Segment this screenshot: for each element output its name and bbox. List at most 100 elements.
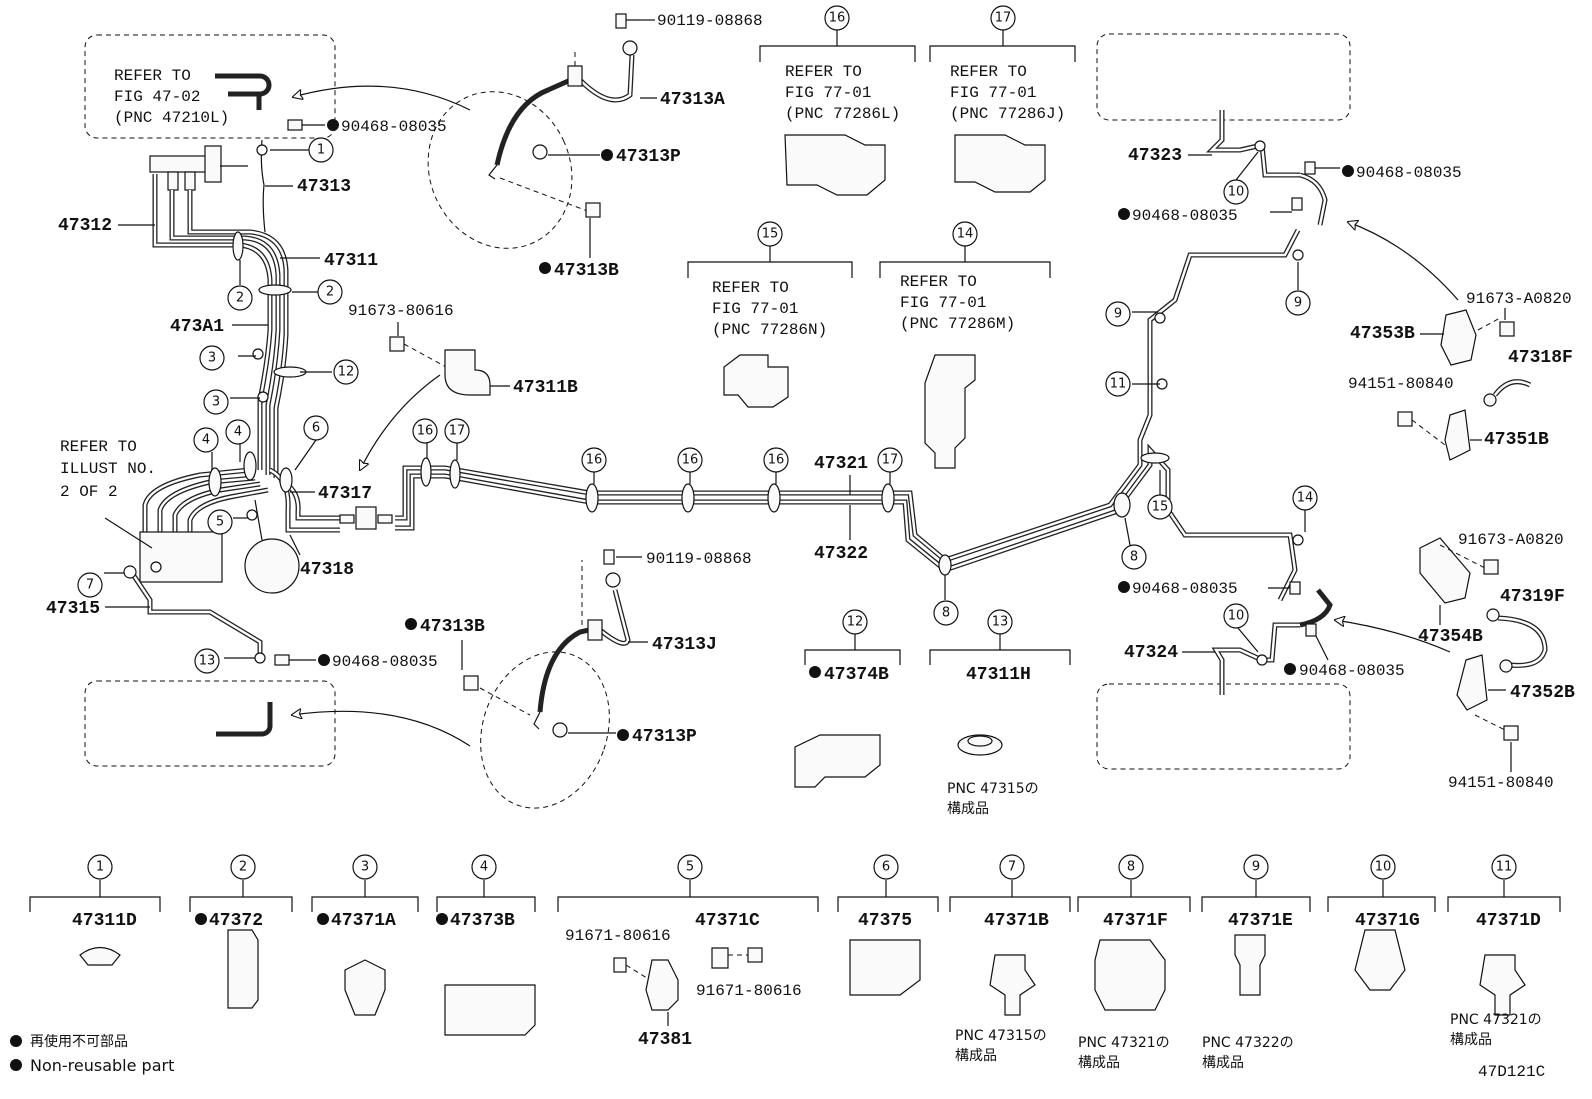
non-reusable-dot bbox=[195, 913, 207, 925]
svg-text:4: 4 bbox=[202, 433, 210, 448]
legend-en: Non-reusable part bbox=[30, 1056, 174, 1075]
part-label: 47311D bbox=[72, 911, 137, 931]
part-label: 90119-08868 bbox=[646, 550, 752, 568]
group-15: REFER TO FIG 77-01 (PNC 77286N) bbox=[687, 246, 853, 408]
bottom-group-11: 11 47371D bbox=[1447, 854, 1561, 1016]
union-bolt-icon: 90468-08035 bbox=[287, 118, 447, 136]
bracket-47354B: 91673-A0820 47354B bbox=[1418, 531, 1564, 647]
callout-circle bbox=[352, 854, 378, 880]
svg-text:14: 14 bbox=[1297, 491, 1314, 506]
bottom-parts-row: 147311D247372347371A447373B547371C647375… bbox=[29, 854, 1561, 1036]
svg-text:6: 6 bbox=[312, 421, 320, 436]
svg-text:PNC 47315の: PNC 47315の bbox=[955, 1028, 1047, 1044]
part-label: 47313P bbox=[616, 147, 681, 167]
part-label: 47313B bbox=[420, 617, 485, 637]
callout-circle bbox=[1370, 854, 1396, 880]
svg-text:(PNC 77286J): (PNC 77286J) bbox=[950, 105, 1065, 123]
legend: 再使用不可部品 Non-reusable part bbox=[10, 1033, 174, 1075]
svg-text:(PNC 77286M): (PNC 77286M) bbox=[900, 315, 1015, 333]
union-bolt-icon: 90468-08035 bbox=[1118, 580, 1301, 598]
brake-tube-bundle-left bbox=[142, 139, 340, 545]
svg-text:16: 16 bbox=[682, 453, 699, 468]
svg-text:構成品: 構成品 bbox=[1450, 1032, 1492, 1048]
svg-text:(PNC 77286N): (PNC 77286N) bbox=[712, 321, 827, 339]
hose-end-icon bbox=[215, 73, 272, 110]
part-label: 47313J bbox=[652, 635, 717, 655]
hose-47319F: 47319F bbox=[1486, 587, 1565, 673]
callout-circle bbox=[873, 854, 899, 880]
clip-icon bbox=[989, 954, 1036, 1016]
group-12: 47374B bbox=[794, 634, 901, 788]
svg-text:91673-A0820: 91673-A0820 bbox=[1466, 290, 1572, 308]
non-reusable-dot bbox=[10, 1059, 22, 1071]
svg-text:91673-80616: 91673-80616 bbox=[348, 302, 454, 320]
master-cylinder-junction bbox=[149, 145, 248, 191]
svg-text:FIG 77-01: FIG 77-01 bbox=[950, 84, 1036, 102]
union-bolt-icon: 90468-08035 bbox=[1284, 623, 1405, 680]
bottom-notes: PNC 47315の 構成品 PNC 47321の 構成品 PNC 47322の… bbox=[955, 1012, 1542, 1071]
svg-text:12: 12 bbox=[338, 365, 355, 380]
svg-text:17: 17 bbox=[449, 424, 466, 439]
part-label: 47317 bbox=[318, 484, 372, 504]
svg-text:1: 1 bbox=[317, 143, 325, 158]
part-label: 47371D bbox=[1476, 911, 1541, 931]
callout-circle bbox=[1491, 854, 1517, 880]
part-label: 47313B bbox=[554, 261, 619, 281]
svg-text:2 OF 2: 2 OF 2 bbox=[60, 483, 118, 501]
svg-text:7: 7 bbox=[86, 578, 94, 593]
callout-number: 11 bbox=[1496, 860, 1513, 875]
part-label: 47321 bbox=[814, 454, 868, 474]
group-13: 47311H PNC 47315の 構成品 bbox=[929, 634, 1071, 817]
callout-circle bbox=[471, 854, 497, 880]
grommet-clamp-left bbox=[123, 144, 307, 664]
svg-text:16: 16 bbox=[586, 453, 603, 468]
callout-number: 7 bbox=[1008, 860, 1016, 875]
svg-text:91671-80616: 91671-80616 bbox=[565, 927, 671, 945]
flex-hose-47313J bbox=[463, 549, 631, 738]
svg-text:3: 3 bbox=[212, 395, 220, 410]
svg-text:47351B: 47351B bbox=[1484, 430, 1549, 450]
svg-text:PNC 47321の: PNC 47321の bbox=[1078, 1035, 1170, 1051]
tube-connector bbox=[339, 506, 393, 530]
part-label: 47324 bbox=[1124, 643, 1178, 663]
clip-icon bbox=[1094, 939, 1166, 1011]
svg-text:(PNC 47210L): (PNC 47210L) bbox=[114, 109, 229, 127]
bracket-47353B: 91673-A0820 47353B bbox=[1350, 290, 1572, 366]
svg-text:47318F: 47318F bbox=[1508, 348, 1573, 368]
tube-47324 bbox=[1211, 588, 1333, 695]
callout-number: 5 bbox=[686, 860, 694, 875]
part-label: 47373B bbox=[450, 911, 515, 931]
svg-text:4: 4 bbox=[234, 425, 242, 440]
svg-text:PNC 47315の: PNC 47315の bbox=[947, 781, 1039, 797]
part-label: 47311 bbox=[324, 251, 378, 271]
svg-text:47354B: 47354B bbox=[1418, 627, 1483, 647]
svg-text:REFER TO: REFER TO bbox=[114, 67, 191, 85]
svg-text:16: 16 bbox=[768, 453, 785, 468]
part-label: 47371F bbox=[1103, 911, 1168, 931]
bracket-47352B: 47352B 94151-80840 bbox=[1448, 654, 1575, 792]
non-reusable-dot bbox=[317, 913, 329, 925]
svg-text:17: 17 bbox=[995, 11, 1012, 26]
callout-circle bbox=[230, 854, 256, 880]
non-reusable-dot bbox=[617, 729, 629, 741]
non-reusable-dot bbox=[601, 149, 613, 161]
svg-text:13: 13 bbox=[199, 654, 216, 669]
union-bolt-icon: 90468-08035 bbox=[274, 653, 438, 671]
clip-icon bbox=[344, 959, 386, 1016]
svg-text:構成品: 構成品 bbox=[955, 1048, 997, 1064]
svg-text:16: 16 bbox=[829, 11, 846, 26]
pointer-arrow bbox=[1348, 222, 1459, 301]
callouts: 1 2 2 3 3 12 4 4 6 5 7 13 16 17 16 16 16… bbox=[77, 5, 1318, 674]
svg-text:47352B: 47352B bbox=[1510, 683, 1575, 703]
legend-jp: 再使用不可部品 bbox=[30, 1033, 128, 1050]
ref-box-bottom-right bbox=[1096, 683, 1351, 770]
non-reusable-dot bbox=[10, 1035, 22, 1047]
svg-text:3: 3 bbox=[208, 351, 216, 366]
